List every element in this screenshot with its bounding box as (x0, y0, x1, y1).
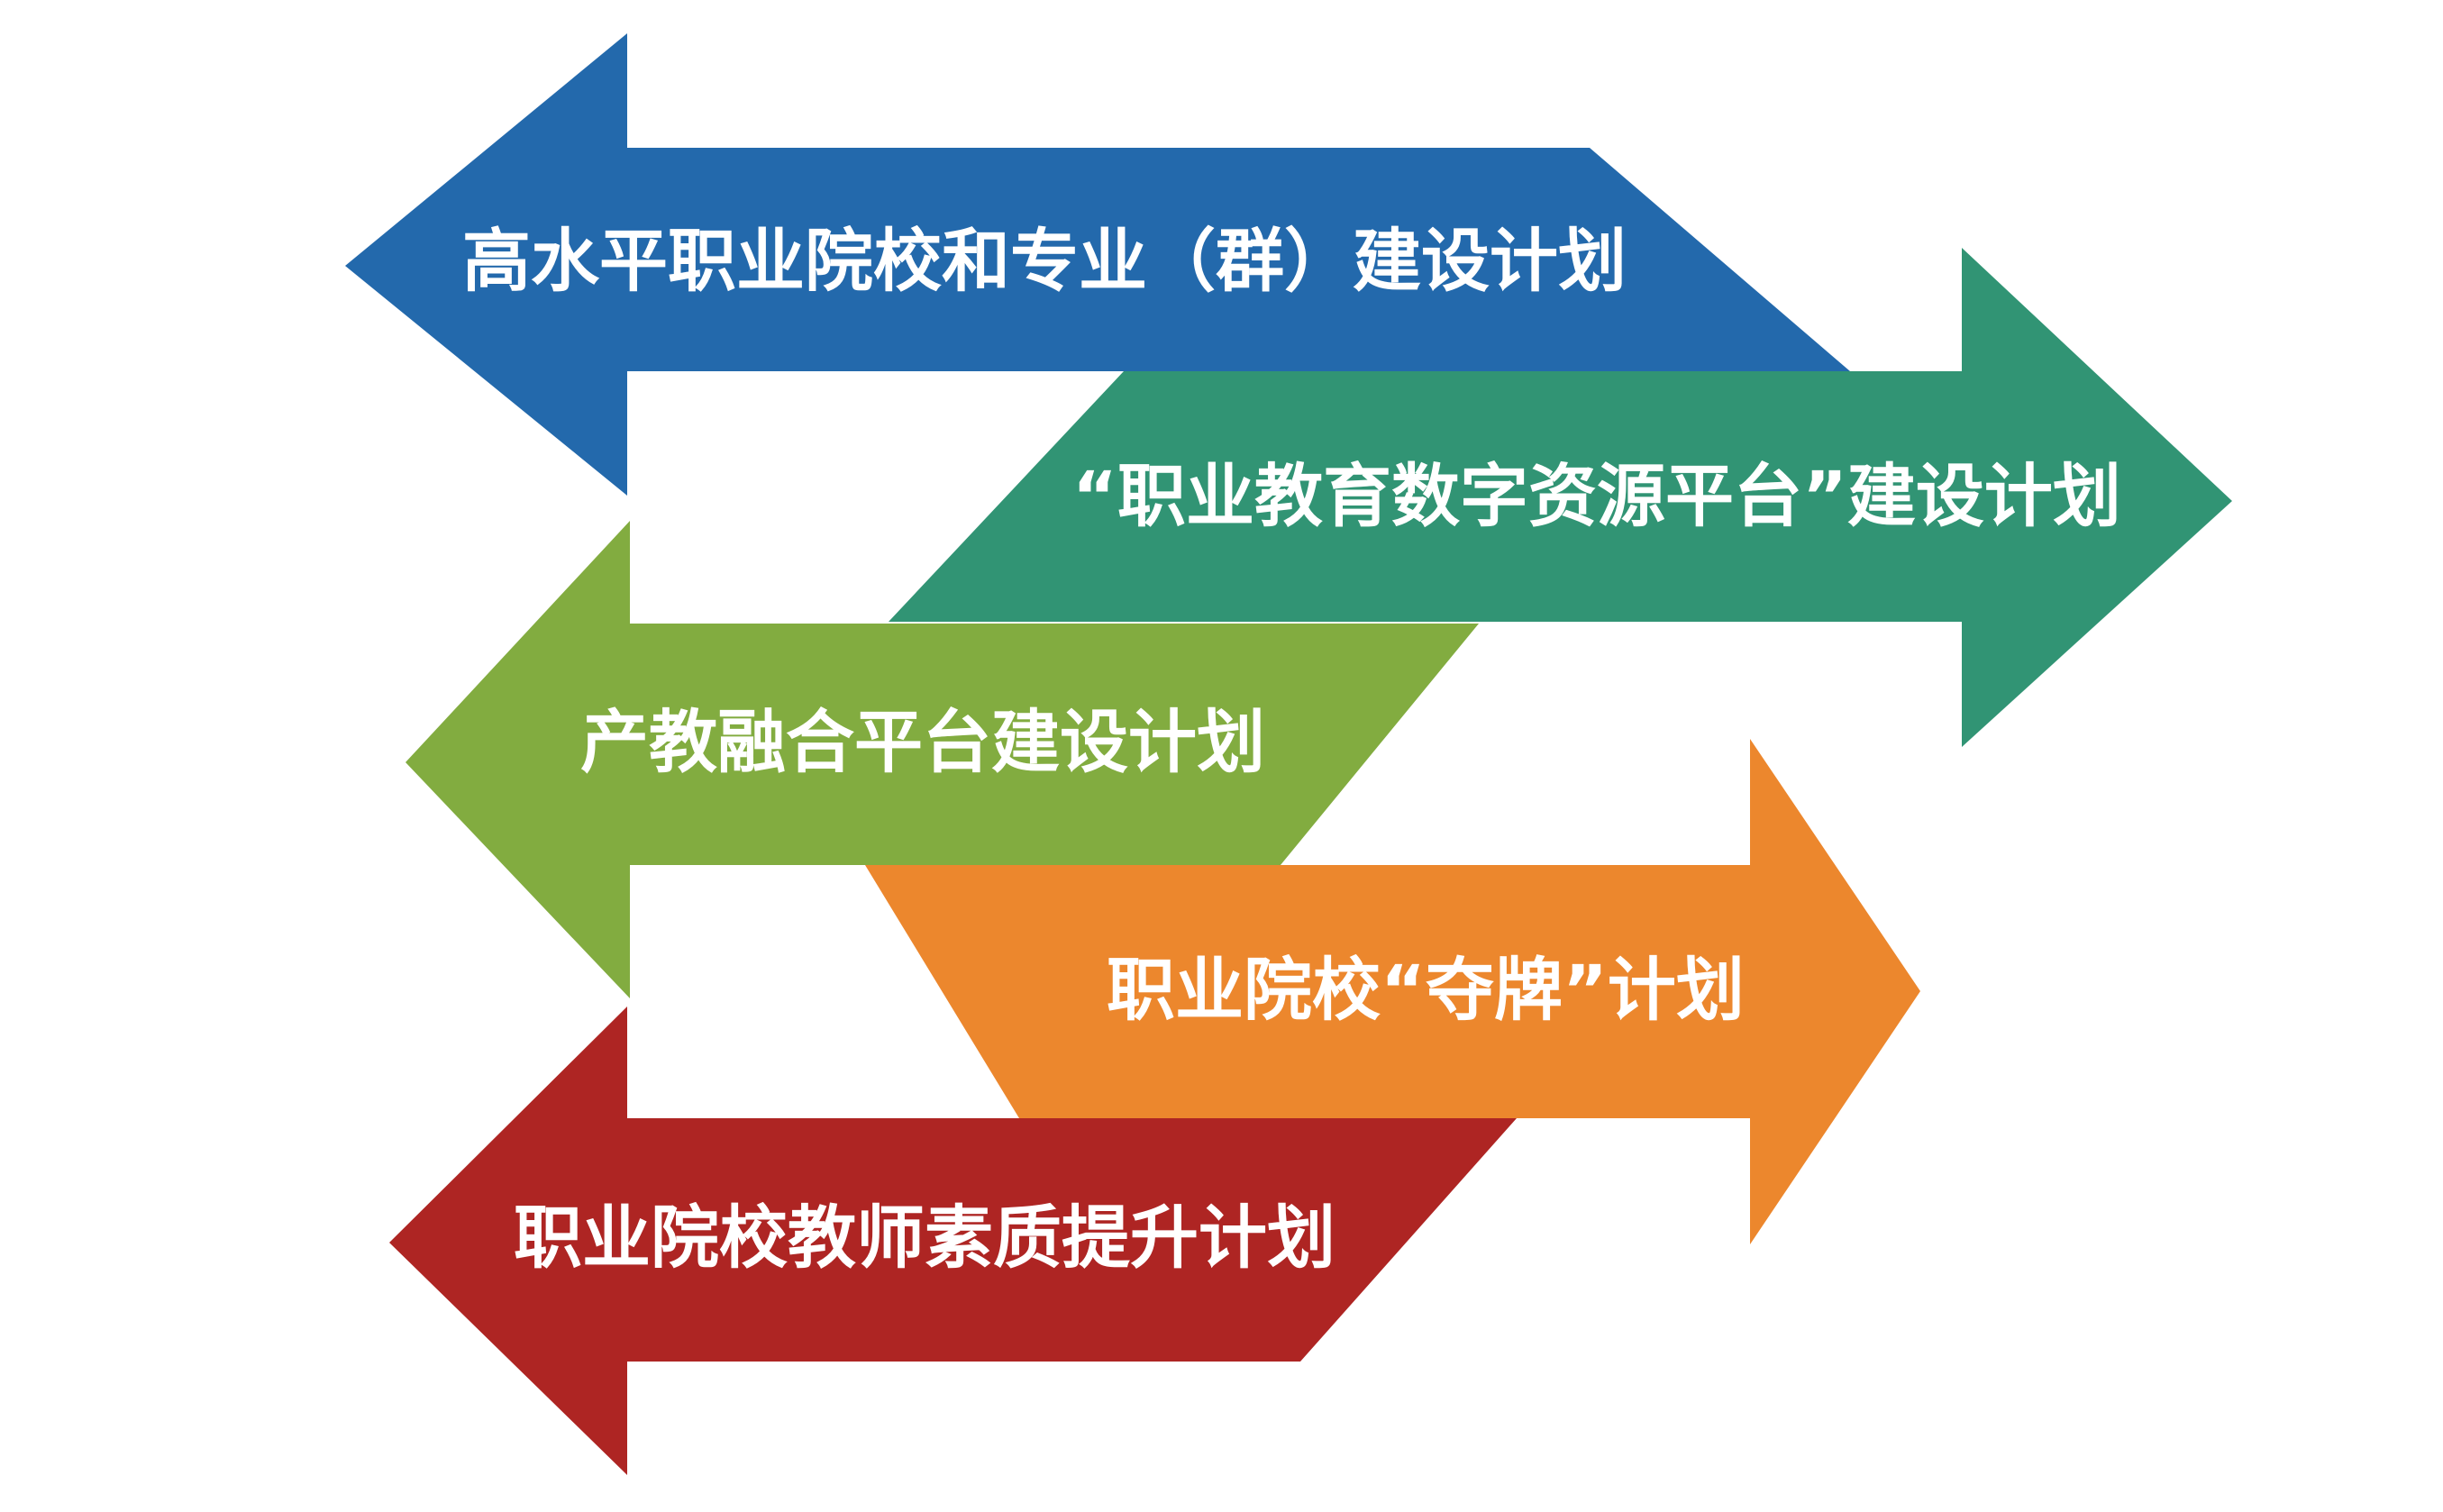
arrow-2-shape (889, 248, 2232, 747)
arrow-5-label: 职业院校教师素质提升计划 (514, 1198, 1335, 1278)
arrow-4-shape (865, 739, 1920, 1244)
arrow-2-label: “职业教育数字资源平台”建设计划 (1072, 456, 2121, 536)
arrow-3-shape (406, 521, 1479, 998)
arrow-1-label: 高水平职业院校和专业（群）建设计划 (462, 221, 1627, 301)
arrow-4-label: 职业院校“夺牌”计划 (1107, 950, 1745, 1030)
arrow-5-shape (389, 1006, 1517, 1475)
arrow-2-group: “职业教育数字资源平台”建设计划 (889, 248, 2232, 747)
arrow-3-label: 产教融合平台建设计划 (580, 702, 1265, 782)
arrow-5-group: 职业院校教师素质提升计划 (389, 1006, 1517, 1475)
arrow-4-group: 职业院校“夺牌”计划 (865, 739, 1920, 1244)
arrow-3-group: 产教融合平台建设计划 (406, 521, 1479, 998)
arrow-1-group: 高水平职业院校和专业（群）建设计划 (345, 33, 1850, 496)
arrow-1-shape (345, 33, 1850, 496)
